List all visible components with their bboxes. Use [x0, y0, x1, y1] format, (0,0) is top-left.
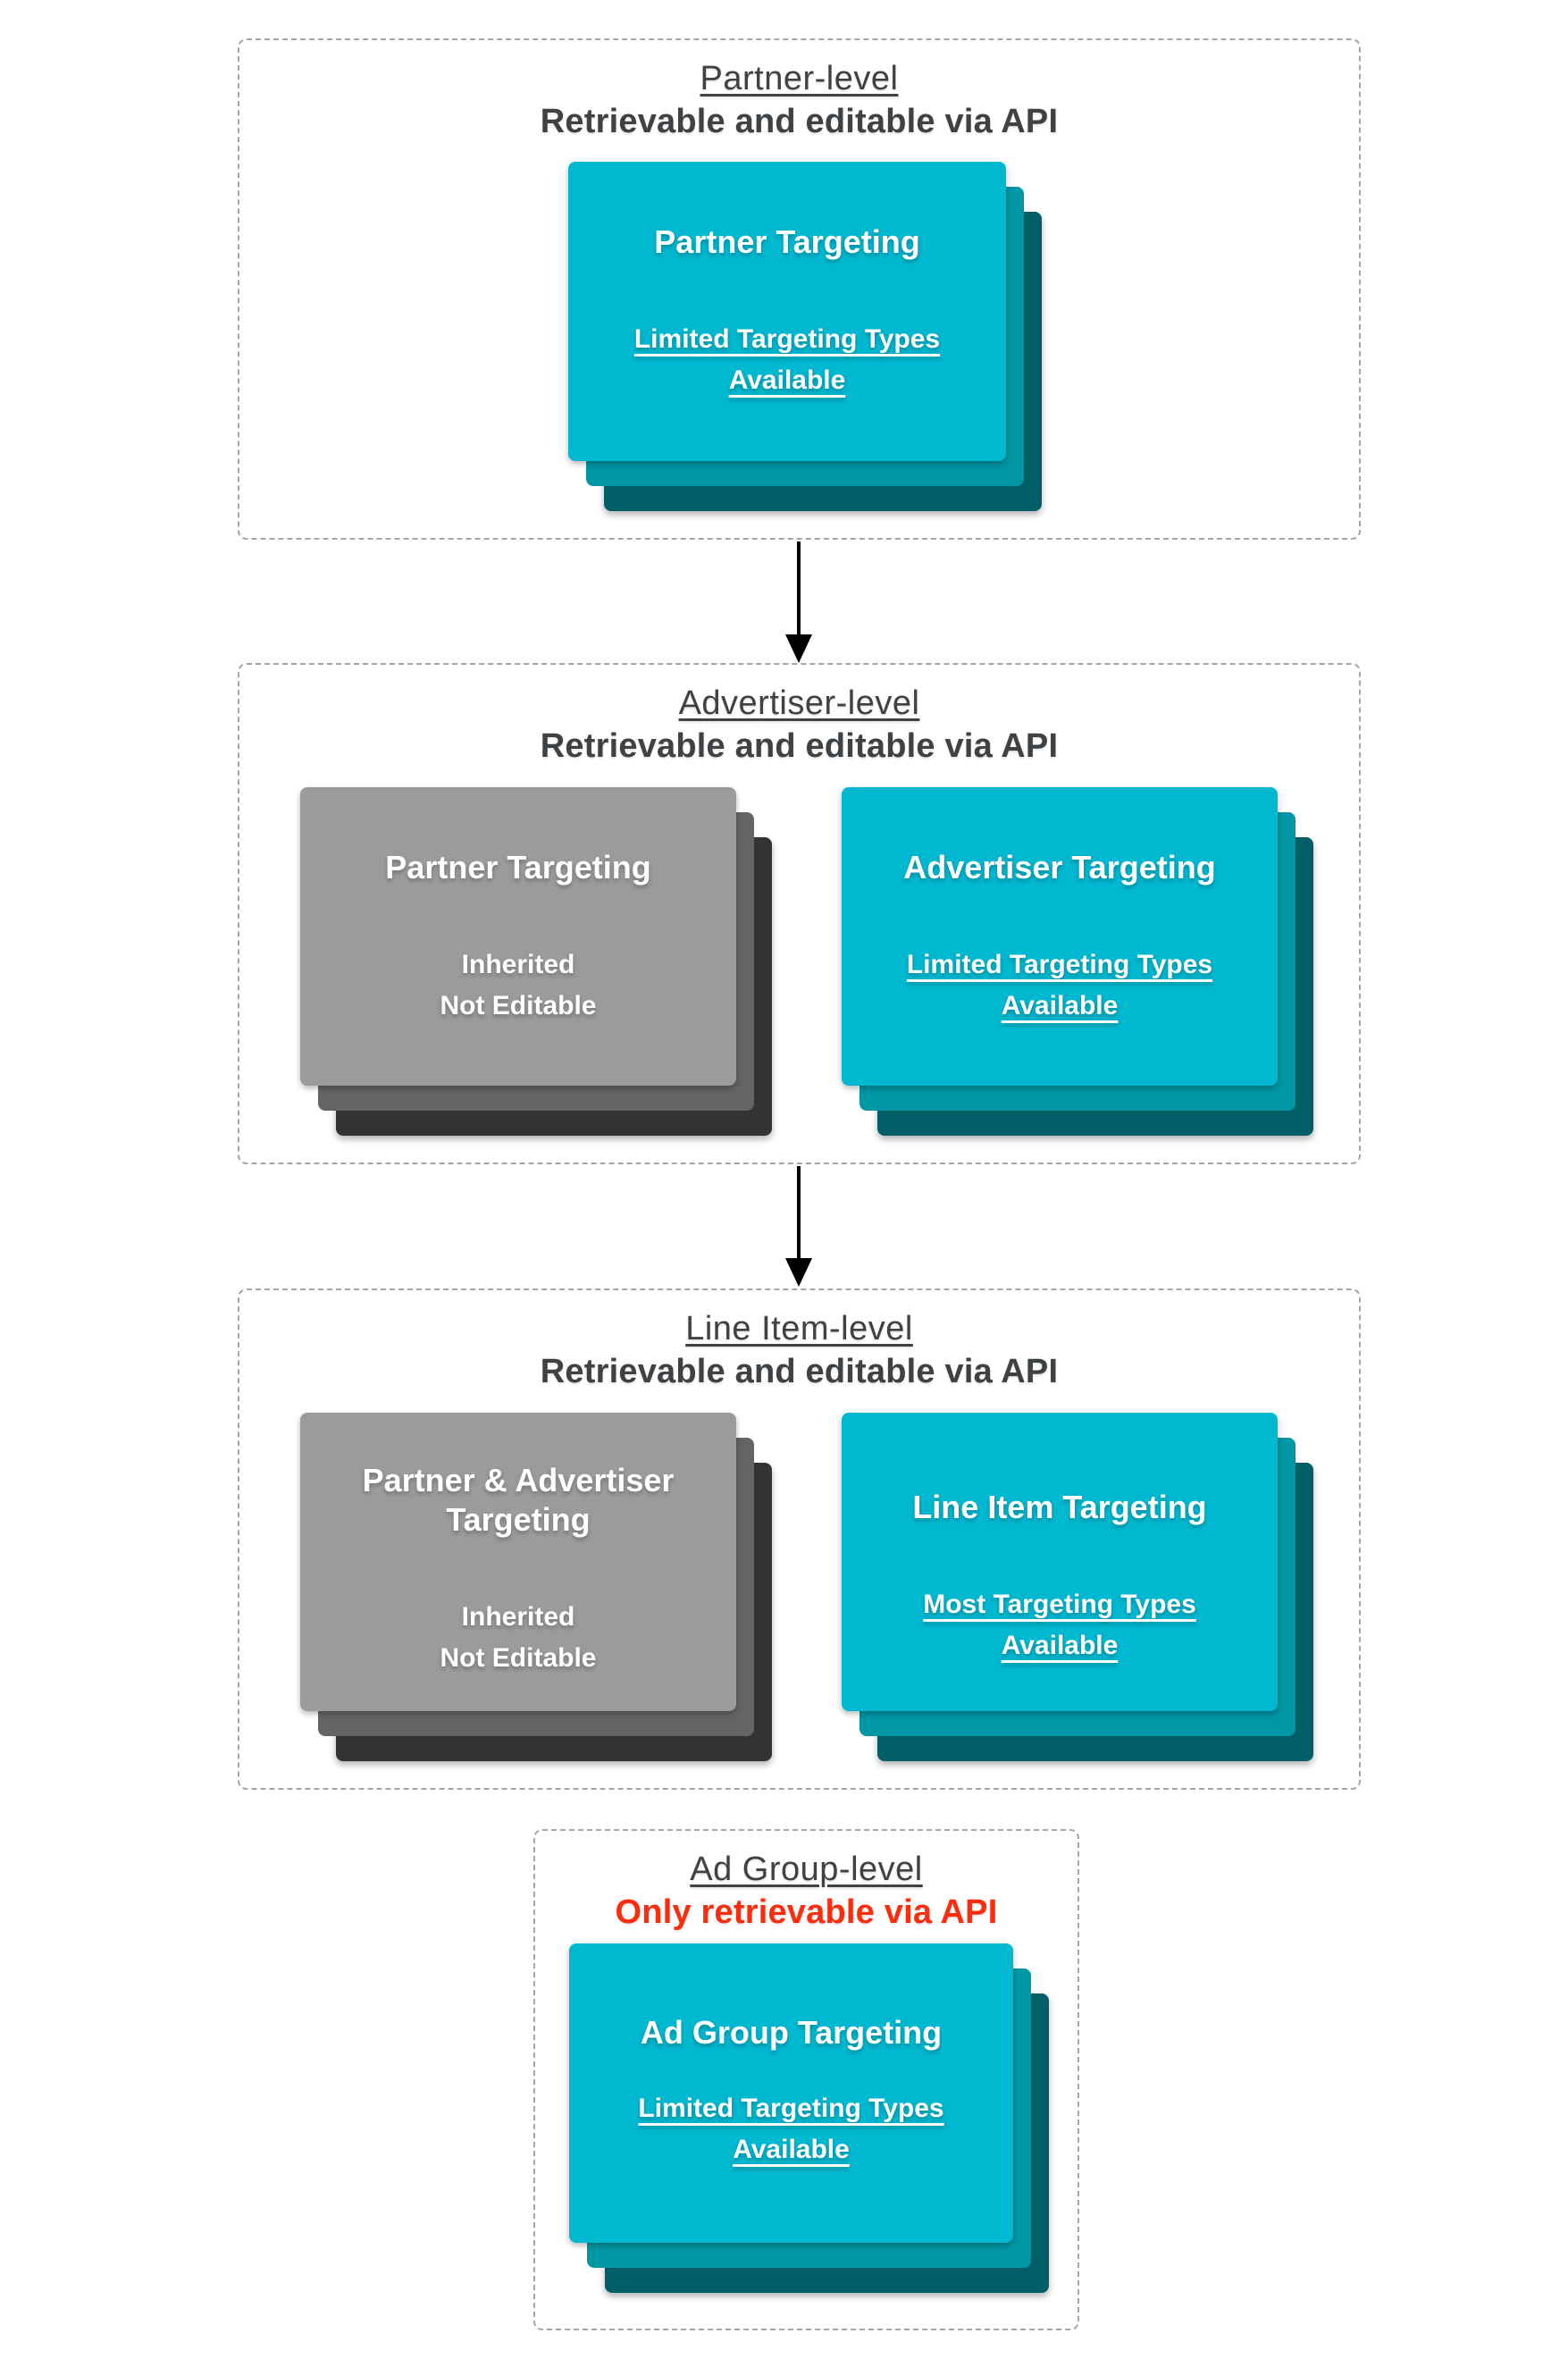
advertiser-level-title: Advertiser-level	[678, 684, 920, 722]
card-availability-note: Limited Targeting Types Available	[638, 2094, 944, 2164]
card-title: Partner Targeting	[385, 849, 651, 886]
inherited-partner-advertiser-targeting-card: Partner & Advertiser Targeting Inherited…	[300, 1413, 736, 1711]
card-inheritance-note: Inherited Not Editable	[440, 950, 597, 1020]
partner-level-title: Partner-level	[700, 60, 899, 97]
arrow-head-icon	[785, 634, 812, 663]
card-availability-note: Limited Targeting Types Available	[633, 324, 941, 395]
arrow-stem	[797, 541, 801, 634]
panel-line-item-level: Line Item-level Retrievable and editable…	[238, 1288, 1361, 1790]
partner-targeting-card-stack: Partner Targeting Limited Targeting Type…	[568, 162, 1042, 511]
card-availability-note: Most Targeting Types Available	[923, 1590, 1196, 1660]
advertiser-targeting-card-stack: Advertiser Targeting Limited Targeting T…	[842, 787, 1313, 1136]
panel-ad-group-level: Ad Group-level Only retrievable via API …	[533, 1829, 1079, 2330]
card-title: Partner Targeting	[654, 223, 920, 260]
panel-advertiser-level-head: Advertiser-level Retrievable and editabl…	[239, 665, 1359, 768]
inherited-partner-advertiser-targeting-card-stack: Partner & Advertiser Targeting Inherited…	[300, 1413, 772, 1761]
ad-group-targeting-card-stack: Ad Group Targeting Limited Targeting Typ…	[569, 1943, 1049, 2293]
inherited-partner-targeting-card: Partner Targeting Inherited Not Editable	[300, 787, 736, 1086]
ad-group-level-access-label: Only retrievable via API	[615, 1893, 998, 1931]
card-availability-note: Limited Targeting Types Available	[906, 950, 1213, 1020]
flow-arrow-down-2	[785, 1166, 812, 1287]
advertiser-targeting-card: Advertiser Targeting Limited Targeting T…	[842, 787, 1278, 1086]
partner-targeting-card: Partner Targeting Limited Targeting Type…	[568, 162, 1006, 461]
panel-partner-level: Partner-level Retrievable and editable v…	[238, 38, 1361, 540]
inherited-partner-targeting-card-stack: Partner Targeting Inherited Not Editable	[300, 787, 772, 1136]
ad-group-targeting-card: Ad Group Targeting Limited Targeting Typ…	[569, 1943, 1013, 2243]
advertiser-level-access-label: Retrievable and editable via API	[540, 727, 1059, 765]
arrow-head-icon	[785, 1258, 812, 1287]
card-title: Partner & Advertiser Targeting	[362, 1462, 675, 1538]
card-title: Advertiser Targeting	[903, 849, 1216, 886]
card-title: Line Item Targeting	[912, 1489, 1207, 1525]
card-title: Ad Group Targeting	[640, 2014, 943, 2051]
line-item-level-title: Line Item-level	[685, 1310, 913, 1347]
panel-partner-level-head: Partner-level Retrievable and editable v…	[239, 40, 1359, 143]
line-item-level-access-label: Retrievable and editable via API	[540, 1353, 1059, 1390]
line-item-targeting-card-stack: Line Item Targeting Most Targeting Types…	[842, 1413, 1313, 1761]
arrow-stem	[797, 1166, 801, 1258]
line-item-targeting-card: Line Item Targeting Most Targeting Types…	[842, 1413, 1278, 1711]
panel-line-item-level-head: Line Item-level Retrievable and editable…	[239, 1290, 1359, 1393]
panel-ad-group-level-head: Ad Group-level Only retrievable via API	[535, 1831, 1077, 1934]
panel-advertiser-level: Advertiser-level Retrievable and editabl…	[238, 663, 1361, 1164]
card-inheritance-note: Inherited Not Editable	[440, 1602, 597, 1673]
flow-arrow-down-1	[785, 541, 812, 663]
ad-group-level-title: Ad Group-level	[690, 1851, 923, 1888]
partner-level-access-label: Retrievable and editable via API	[540, 103, 1059, 140]
